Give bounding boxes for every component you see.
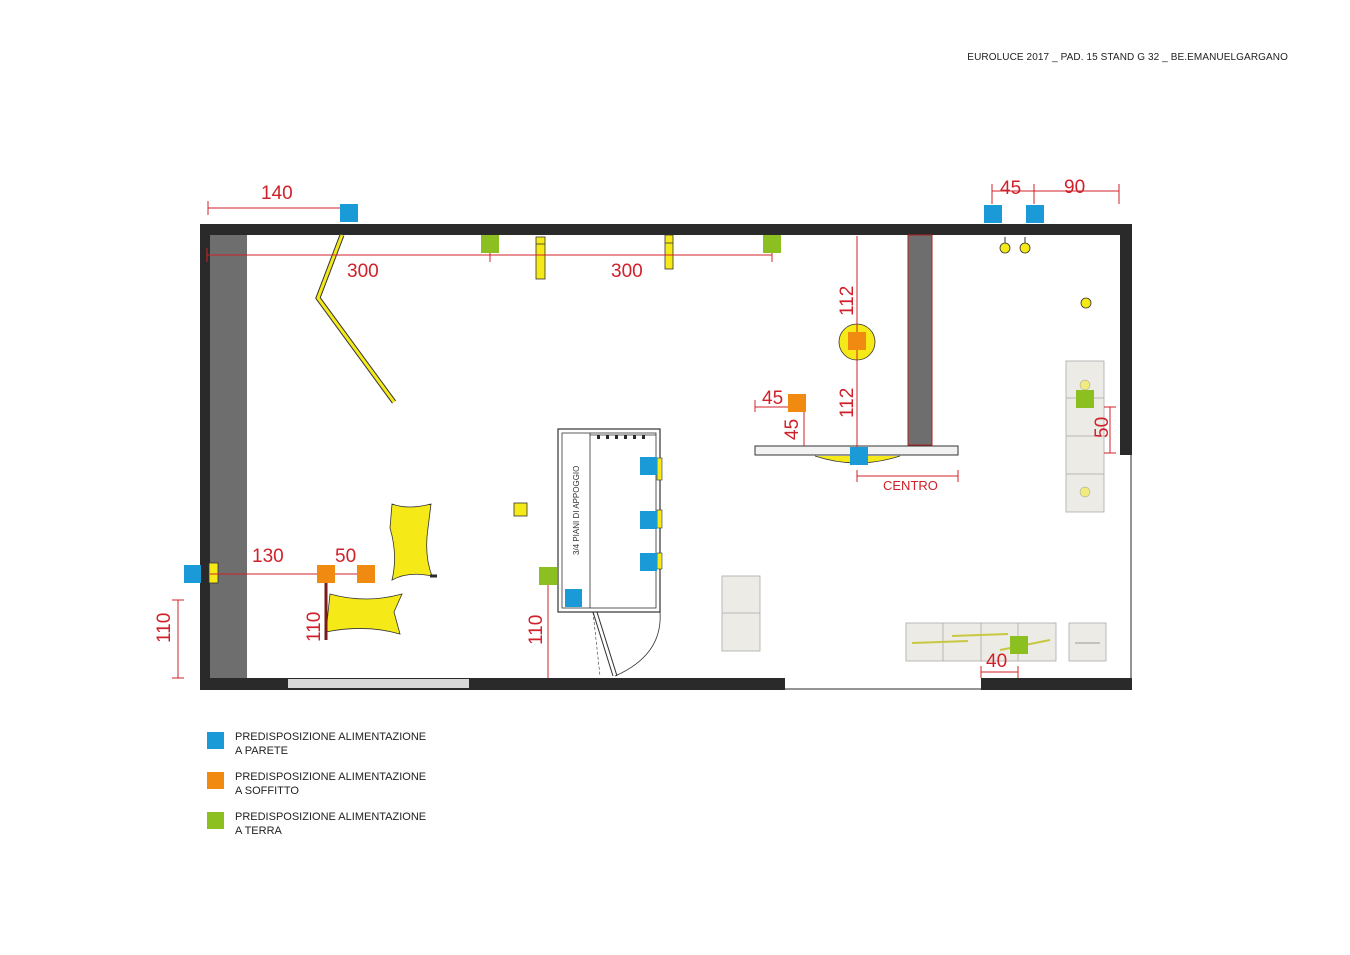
ceiling-power-points — [317, 332, 866, 583]
wall-outlet-marker — [984, 205, 1002, 223]
ceiling-outlet-marker — [788, 394, 806, 412]
spot-lamp-1 — [999, 242, 1011, 254]
wall-outlet-marker — [565, 589, 582, 607]
dim-label-50-right: 50 — [1092, 417, 1113, 438]
centro-label: CENTRO — [883, 478, 938, 493]
page-header: EUROLUCE 2017 _ PAD. 15 STAND G 32 _ BE.… — [967, 52, 1288, 63]
wall-outlet-marker — [340, 204, 358, 222]
dim-label-300-a: 300 — [347, 261, 379, 282]
wall-outlet-marker — [184, 565, 201, 583]
ceiling-outlet-marker — [357, 565, 375, 583]
ceiling-outlet-marker — [848, 332, 866, 350]
wall-lamp-2 — [664, 234, 674, 270]
dim-label-112-lower: 112 — [837, 388, 858, 418]
spot-lamp-3 — [1080, 297, 1092, 309]
dim-label-110-outer: 110 — [154, 613, 175, 643]
side-cabinet — [721, 575, 761, 652]
dim-label-130: 130 — [252, 546, 284, 567]
dim-label-50-left: 50 — [335, 546, 356, 567]
wall-socket-tag — [208, 562, 219, 584]
dim-label-110-inner: 110 — [304, 612, 325, 642]
legend-sublabel: A SOFFITTO — [235, 785, 299, 797]
floor-power-points — [481, 235, 1094, 654]
legend-swatch-blue — [207, 732, 224, 749]
ceiling-outlet-marker — [317, 565, 335, 583]
dim-label-90: 90 — [1064, 177, 1085, 198]
small-cabinet — [1068, 622, 1107, 662]
flag-lamp-upper — [389, 503, 433, 581]
wall-outlet-marker — [640, 553, 657, 571]
dim-label-40: 40 — [986, 651, 1007, 672]
small-yellow-object — [513, 502, 528, 517]
right-wall — [1120, 224, 1132, 455]
left-wall-outer — [200, 224, 210, 690]
wall-outlet-marker — [850, 447, 868, 465]
top-wall — [200, 224, 1132, 235]
legend-label: PREDISPOSIZIONE ALIMENTAZIONE — [235, 811, 427, 823]
legend-label: PREDISPOSIZIONE ALIMENTAZIONE — [235, 731, 427, 743]
dim-label-112-upper: 112 — [837, 286, 858, 316]
legend-swatch-green — [207, 812, 224, 829]
dim-label-45-top: 45 — [1000, 178, 1021, 199]
door-swing — [614, 611, 661, 677]
floor-outlet-marker — [1076, 390, 1094, 408]
counter-ticks — [597, 435, 645, 439]
flag-lamp-lower — [325, 593, 403, 635]
spot-lamp-2 — [1019, 242, 1031, 254]
wall-lamp-1 — [535, 236, 546, 280]
dim-label-140: 140 — [261, 183, 293, 204]
bottom-wall-opening — [288, 679, 469, 688]
legend-sublabel: A TERRA — [235, 825, 282, 837]
dim-label-45-v: 45 — [782, 419, 803, 440]
floor-outlet-marker — [763, 235, 781, 253]
bottom-wall-left — [200, 678, 785, 690]
bottom-wall-right — [981, 678, 1132, 690]
dim-label-300-b: 300 — [611, 261, 643, 282]
floor-outlet-marker — [1010, 636, 1028, 654]
dim-label-45-h: 45 — [762, 388, 783, 409]
legend-swatch-orange — [207, 772, 224, 789]
wall-outlet-marker — [640, 511, 657, 529]
counter-label: 3/4 PIANI DI APPOGGIO — [572, 466, 581, 555]
wall-outlet-marker — [1026, 205, 1044, 223]
partition-wall — [907, 234, 933, 446]
floor-outlet-marker — [539, 567, 557, 585]
left-wall — [210, 235, 247, 678]
wall-outlet-marker — [640, 457, 657, 475]
legend-label: PREDISPOSIZIONE ALIMENTAZIONE — [235, 771, 427, 783]
wall-power-points — [184, 204, 1044, 607]
legend-sublabel: A PARETE — [235, 745, 288, 757]
floor-outlet-marker — [481, 235, 499, 253]
door-leaf — [592, 611, 614, 677]
dim-label-110-center: 110 — [526, 615, 547, 645]
